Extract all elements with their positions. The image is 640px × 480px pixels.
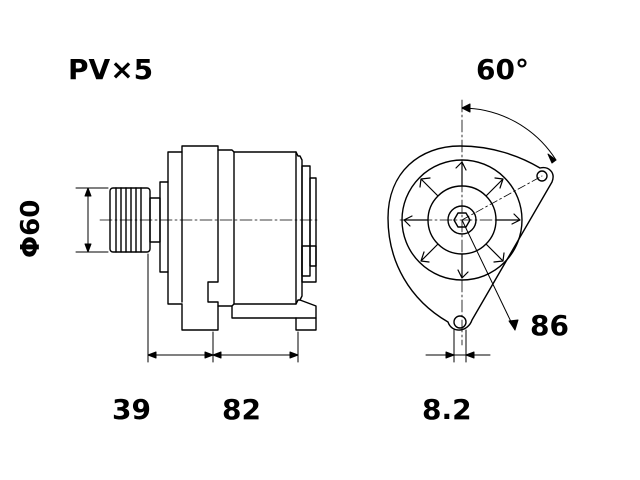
dim-8-2-label: 8.2: [422, 393, 472, 426]
rear-foot: [232, 300, 316, 330]
front-view: [388, 100, 553, 345]
top-mount-hole: [537, 171, 547, 181]
shaft-nut: [454, 213, 470, 227]
mount-centerline: [462, 176, 542, 220]
dim-86: [509, 320, 518, 330]
pulley: [110, 188, 160, 252]
dim-82-label: 82: [222, 393, 261, 426]
bottom-mount-hole: [454, 316, 466, 328]
angle-label: 60°: [476, 53, 529, 86]
pulley-label: PV×5: [68, 53, 154, 86]
dim-8-2: [426, 330, 490, 362]
radius-line: [462, 220, 515, 330]
rear-housing: [218, 150, 316, 306]
front-bracket: [160, 146, 218, 330]
diameter-label: Φ60: [16, 199, 46, 258]
dim-length: [148, 254, 298, 362]
dim-angle: [462, 104, 556, 163]
dim-86-label: 86: [530, 309, 569, 342]
dim-39-label: 39: [112, 393, 151, 426]
front-housing: [388, 146, 553, 330]
dim-diameter: [76, 188, 108, 252]
side-view: [100, 146, 320, 330]
